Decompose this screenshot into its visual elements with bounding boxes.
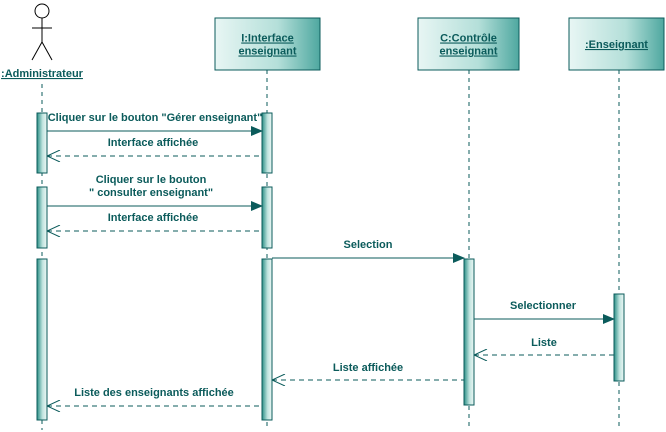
participant-box-iface	[214, 17, 321, 71]
message-label-m8: Liste affichée	[333, 362, 403, 374]
message-label-m3-line-1: Cliquer sur le bouton	[96, 174, 207, 186]
participant-label-ctrl-line-1: C:Contrôle	[440, 33, 497, 45]
activation-bar-iface-4	[261, 112, 273, 174]
participant-box-ctrl	[417, 17, 520, 71]
message-label-m5: Selection	[344, 239, 393, 251]
activation-bar-admin-2	[36, 186, 48, 249]
actor-label: :Administrateur	[1, 68, 84, 80]
participant-box-ens	[568, 17, 665, 71]
participant-label-iface-line-2: enseignant	[238, 46, 296, 58]
participant-label-iface-line-1: I:Interface	[241, 33, 294, 45]
activation-bar-ens-8	[613, 293, 625, 382]
message-label-m4: Interface affichée	[108, 212, 198, 224]
message-label-m2: Interface affichée	[108, 137, 198, 149]
activation-bar-admin-1	[36, 112, 48, 174]
message-label-m6: Selectionner	[510, 300, 577, 312]
activation-bar-admin-3	[36, 258, 48, 421]
message-label-m1: Cliquer sur le bouton "Gérer enseignant"	[48, 112, 263, 124]
activation-bar-ctrl-7	[463, 258, 475, 406]
activation-bar-iface-6	[261, 258, 273, 421]
participant-label-ctrl-line-2: enseignant	[439, 46, 497, 58]
actor-icon	[31, 3, 53, 61]
message-label-m9: Liste des enseignants affichée	[74, 387, 234, 399]
message-label-m7: Liste	[531, 337, 557, 349]
participant-label-ens: :Enseignant	[585, 39, 648, 51]
message-label-m3-line-2: " consulter enseignant"	[89, 187, 213, 199]
activation-bar-iface-5	[261, 186, 273, 249]
